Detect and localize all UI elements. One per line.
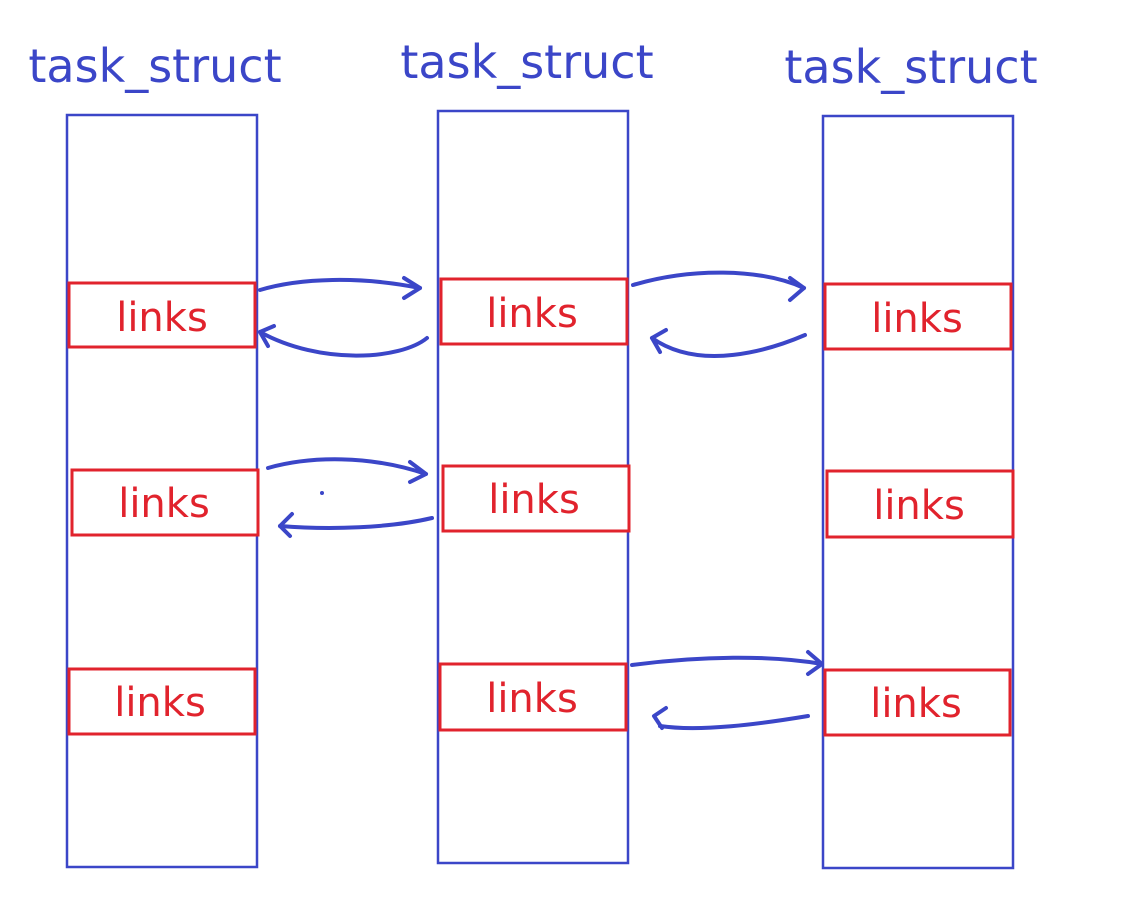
- task-struct-1: task_struct links links links: [28, 39, 282, 869]
- task-struct-2-links-2: links: [441, 464, 631, 533]
- task-struct-2-links-3: links: [438, 662, 628, 732]
- links-label: links: [873, 483, 965, 529]
- arrow-row3-col2-to-col3: [630, 650, 824, 676]
- links-label: links: [486, 291, 578, 337]
- links-label: links: [488, 477, 580, 523]
- arrow-row2-col2-to-col1: [278, 512, 434, 538]
- task-struct-1-title: task_struct: [28, 39, 281, 93]
- arrow-row3-col3-to-col2: [652, 706, 810, 731]
- arrow-row1-col1-to-col2: [258, 276, 422, 300]
- links-box: [67, 667, 257, 736]
- links-label: links: [116, 295, 208, 341]
- task-struct-1-links-3: links: [67, 667, 257, 736]
- links-box: [438, 662, 628, 732]
- task-struct-3: task_struct links links links: [784, 40, 1038, 870]
- task-struct-1-links-1: links: [67, 281, 257, 349]
- task-struct-3-links-1: links: [823, 282, 1013, 351]
- links-box: [823, 282, 1013, 351]
- links-box: [441, 464, 631, 533]
- links-box: [70, 468, 260, 537]
- task-struct-3-title: task_struct: [784, 40, 1037, 94]
- links-box: [67, 281, 257, 349]
- arrow-row1-col3-to-col2: [650, 328, 807, 358]
- arrow-row1-col2-to-col1: [258, 324, 429, 358]
- links-box: [823, 668, 1012, 737]
- links-label: links: [870, 681, 962, 727]
- arrow-row2-col1-to-col2: [266, 457, 428, 484]
- links-label: links: [118, 481, 210, 527]
- task-struct-3-links-2: links: [825, 469, 1015, 539]
- links-label: links: [871, 296, 963, 342]
- links-label: links: [486, 676, 578, 722]
- stray-dot: [320, 491, 324, 495]
- links-label: links: [114, 680, 206, 726]
- links-box: [439, 277, 629, 346]
- links-box: [825, 469, 1015, 539]
- task-struct-2-links-1: links: [439, 277, 629, 346]
- task-struct-2-title: task_struct: [400, 35, 653, 89]
- arrow-row1-col2-to-col3: [631, 270, 806, 302]
- task-struct-1-links-2: links: [70, 468, 260, 537]
- task-struct-3-links-3: links: [823, 668, 1012, 737]
- task-struct-2: task_struct links links links: [400, 35, 654, 865]
